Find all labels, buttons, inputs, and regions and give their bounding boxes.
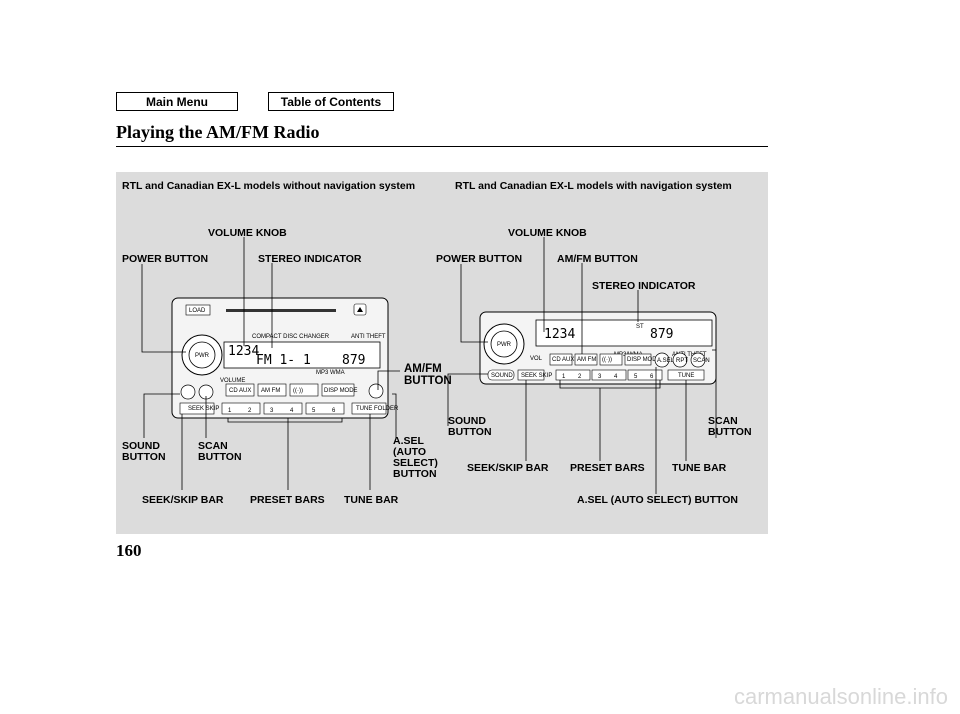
- right-anti-theft-label: ANTI THEFT: [672, 352, 707, 358]
- left-leader-lines: [141, 237, 400, 490]
- right-scan-label-1: SCAN: [708, 415, 738, 427]
- left-preset-bars-label: PRESET BARS: [250, 494, 325, 506]
- left-preset-2: 2: [248, 408, 252, 414]
- left-asel-label-2: (AUTO: [393, 446, 426, 458]
- right-pwr-label: PWR: [497, 342, 512, 348]
- left-amfm-label-1: AM/FM: [404, 363, 442, 375]
- left-radio-data: ((·)): [293, 388, 303, 394]
- left-preset-4: 4: [290, 408, 294, 414]
- right-preset-6: 6: [650, 374, 654, 380]
- right-radio-unit: 1234 ST 879 MP3/WMA ANTI THEFT PWR VOL C…: [479, 311, 717, 385]
- left-preset-1: 1: [228, 408, 232, 414]
- right-am-fm: AM FM: [577, 357, 596, 363]
- right-display-freq: 879: [650, 327, 673, 342]
- right-seek-unit-label: SEEK SKIP: [521, 373, 552, 379]
- left-heading: RTL and Canadian EX-L models without nav…: [122, 180, 415, 192]
- right-radio-data: ((·)): [602, 357, 612, 363]
- radio-diagram: RTL and Canadian EX-L models without nav…: [122, 180, 752, 506]
- load-label: LOAD: [189, 308, 206, 314]
- left-power-button-label: POWER BUTTON: [122, 253, 208, 265]
- right-preset-1: 1: [562, 374, 566, 380]
- left-disp-mode: DISP MODE: [324, 388, 358, 394]
- right-rpt-label: RPT: [676, 358, 688, 364]
- left-cd-aux: CD AUX: [229, 388, 251, 394]
- right-preset-4: 4: [614, 374, 618, 380]
- right-preset-5: 5: [634, 374, 638, 380]
- left-scan-label-2: BUTTON: [198, 451, 242, 463]
- right-heading: RTL and Canadian EX-L models with naviga…: [455, 180, 732, 192]
- right-scan-unit-label: SCAN: [693, 358, 710, 364]
- left-seek-label: SEEK SKIP: [188, 406, 219, 412]
- right-scan-label-2: BUTTON: [708, 426, 752, 438]
- left-scan-label-1: SCAN: [198, 440, 228, 452]
- right-cd-aux: CD AUX: [552, 357, 574, 363]
- eject-icon: [357, 307, 363, 312]
- left-amfm-label-2: BUTTON: [404, 375, 452, 387]
- right-sound-unit-label: SOUND: [491, 373, 513, 379]
- right-asel-label: A.SEL: [657, 358, 675, 364]
- left-tune-label: TUNE FOLDER: [356, 406, 399, 412]
- left-display: [223, 341, 381, 369]
- right-preset-2: 2: [578, 374, 582, 380]
- right-asel-button-label: A.SEL (AUTO SELECT) BUTTON: [577, 494, 738, 506]
- right-display: [535, 319, 713, 347]
- changer-label: COMPACT DISC CHANGER: [252, 334, 330, 340]
- right-preset-bars-label: PRESET BARS: [570, 462, 645, 474]
- watermark: carmanualsonline.info: [733, 684, 948, 709]
- right-sound-label-2: BUTTON: [448, 426, 492, 438]
- left-tune-bar-label: TUNE BAR: [344, 494, 399, 506]
- left-asel-label-3: SELECT): [393, 457, 438, 469]
- left-display-band: FM 1- 1: [256, 353, 311, 368]
- right-volume-knob-label: VOLUME KNOB: [508, 227, 587, 239]
- diagram-panel: RTL and Canadian EX-L models without nav…: [116, 172, 768, 534]
- right-disp-mode: DISP MODE: [627, 357, 661, 363]
- right-amfm-button-label: AM/FM BUTTON: [557, 253, 638, 265]
- left-volume-knob-label: VOLUME KNOB: [208, 227, 287, 239]
- right-seek-skip-label: SEEK/SKIP BAR: [467, 462, 549, 474]
- left-preset-5: 5: [312, 408, 316, 414]
- left-sound-label-2: BUTTON: [122, 451, 166, 463]
- left-volume-label: VOLUME: [220, 378, 245, 384]
- right-power-button-label: POWER BUTTON: [436, 253, 522, 265]
- left-display-clock: 1234: [228, 344, 259, 359]
- left-preset-6: 6: [332, 408, 336, 414]
- right-sound-label-1: SOUND: [448, 415, 486, 427]
- left-asel-label-1: A.SEL: [393, 435, 425, 447]
- left-seek-skip-label: SEEK/SKIP BAR: [142, 494, 224, 506]
- left-display-freq: 879: [342, 353, 365, 368]
- right-preset-3: 3: [598, 374, 602, 380]
- title-divider: [116, 146, 768, 147]
- page-number: 160: [116, 541, 142, 560]
- left-preset-3: 3: [270, 408, 274, 414]
- page-title: Playing the AM/FM Radio: [116, 122, 320, 142]
- left-sound-label-1: SOUND: [122, 440, 160, 452]
- right-stereo-indicator-label: STEREO INDICATOR: [592, 280, 696, 292]
- right-st-label: ST: [636, 324, 644, 330]
- left-radio-unit: LOAD COMPACT DISC CHANGER ANTI THEFT 123…: [171, 297, 399, 419]
- right-leader-lines: [447, 237, 717, 494]
- left-format-label: MP3 WMA: [316, 370, 345, 376]
- right-vol-label: VOL: [530, 356, 543, 362]
- table-of-contents-button[interactable]: Table of Contents: [268, 92, 394, 111]
- right-tune-bar-label: TUNE BAR: [672, 462, 727, 474]
- right-display-clock: 1234: [544, 327, 575, 342]
- anti-theft-label: ANTI THEFT: [351, 334, 386, 340]
- right-tune-unit-label: TUNE: [678, 373, 694, 379]
- left-pwr-label: PWR: [195, 353, 210, 359]
- left-stereo-indicator-label: STEREO INDICATOR: [258, 253, 362, 265]
- main-menu-button[interactable]: Main Menu: [116, 92, 238, 111]
- left-asel-label-4: BUTTON: [393, 468, 437, 480]
- left-am-fm: AM FM: [261, 388, 280, 394]
